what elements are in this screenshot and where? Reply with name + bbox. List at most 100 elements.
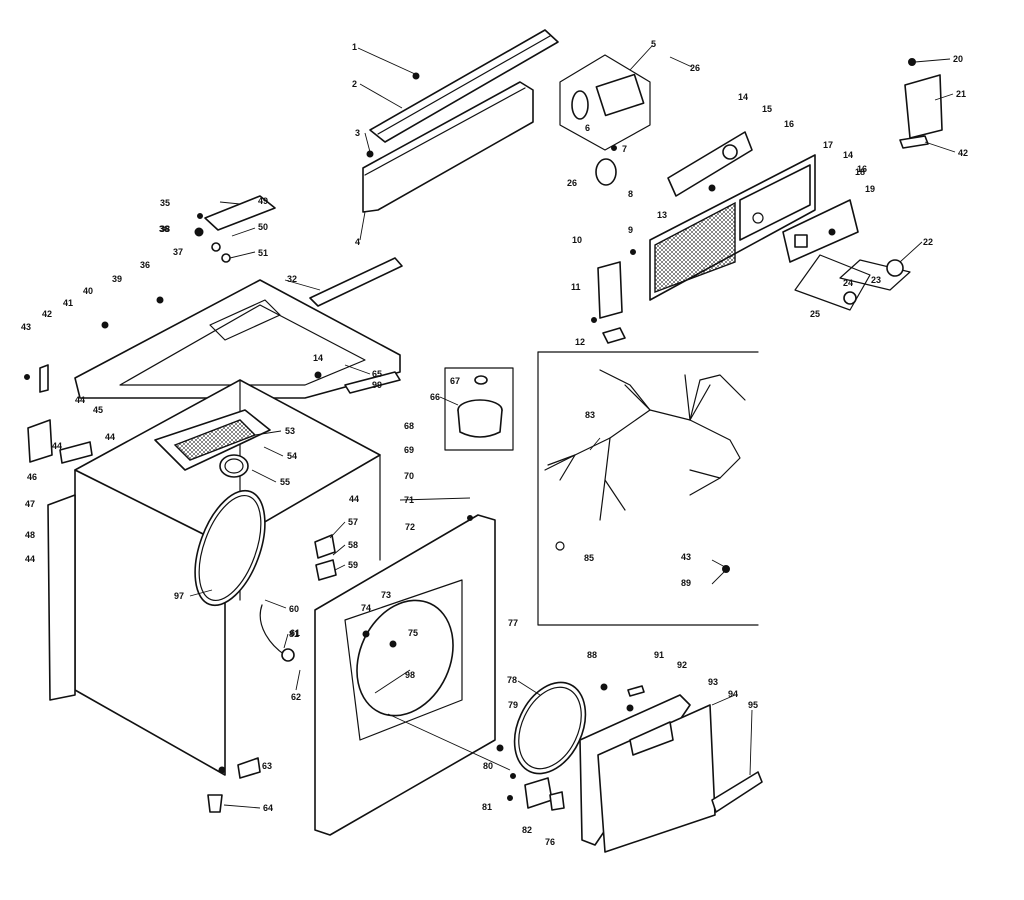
callout-9: 9 xyxy=(628,225,633,235)
callout-71: 71 xyxy=(404,495,414,505)
bearing-ring xyxy=(219,454,249,478)
callout-44d: 44 xyxy=(25,554,35,564)
callout-42b: 42 xyxy=(958,148,968,158)
callout-14b: 14 xyxy=(843,150,853,160)
mounting-bracket xyxy=(591,249,636,344)
callout-48: 48 xyxy=(25,530,35,540)
callout-42a: 42 xyxy=(42,309,52,319)
console-panel xyxy=(649,154,816,301)
callout-97: 97 xyxy=(174,591,184,601)
callout-49: 49 xyxy=(258,196,268,206)
callout-74: 74 xyxy=(361,603,371,613)
callout-16b: 16 xyxy=(857,164,867,174)
callout-17: 17 xyxy=(823,140,833,150)
callout-70: 70 xyxy=(404,471,414,481)
pump-inset xyxy=(444,367,514,451)
callout-38: 38 xyxy=(160,224,170,234)
callout-65: 65 xyxy=(372,369,382,379)
door-switch xyxy=(314,534,337,581)
callout-95: 95 xyxy=(748,700,758,710)
callout-64: 64 xyxy=(263,803,273,813)
callout-98: 98 xyxy=(405,670,415,680)
knob-assembly xyxy=(794,254,911,311)
control-module-group xyxy=(559,54,651,151)
callout-4: 4 xyxy=(355,237,360,247)
callout-53: 53 xyxy=(285,426,295,436)
callout-57: 57 xyxy=(348,517,358,527)
callout-66: 66 xyxy=(430,392,440,402)
callout-69: 69 xyxy=(404,445,414,455)
latch-pin xyxy=(627,685,645,697)
top-hinge-strip xyxy=(309,257,403,307)
callout-8: 8 xyxy=(628,189,633,199)
callout-83: 83 xyxy=(585,410,595,420)
callout-85: 85 xyxy=(584,553,594,563)
callout-91: 91 xyxy=(654,650,664,660)
callout-77: 77 xyxy=(508,618,518,628)
callout-58: 58 xyxy=(348,540,358,550)
callout-62: 62 xyxy=(291,692,301,702)
callout-24: 24 xyxy=(843,278,853,288)
callout-99: 99 xyxy=(372,380,382,390)
callout-47: 47 xyxy=(25,499,35,509)
callout-22: 22 xyxy=(923,237,933,247)
callout-5: 5 xyxy=(651,39,656,49)
switch-knob xyxy=(595,145,617,186)
callout-60: 60 xyxy=(289,604,299,614)
callout-82: 82 xyxy=(522,825,532,835)
callout-41: 41 xyxy=(63,298,73,308)
callout-50: 50 xyxy=(258,222,268,232)
callout-37: 37 xyxy=(173,247,183,257)
callout-55: 55 xyxy=(280,477,290,487)
callout-43b: 43 xyxy=(681,552,691,562)
callout-78: 78 xyxy=(507,675,517,685)
callout-36b: 36 xyxy=(140,260,150,270)
callout-11: 11 xyxy=(571,282,581,292)
callout-93: 93 xyxy=(708,677,718,687)
callout-75: 75 xyxy=(408,628,418,638)
callout-94: 94 xyxy=(728,689,738,699)
callout-18: 18 xyxy=(855,167,865,177)
callout-67: 67 xyxy=(450,376,460,386)
top-cover xyxy=(74,279,401,399)
callout-79: 79 xyxy=(508,700,518,710)
callout-39: 39 xyxy=(112,274,122,284)
foot-icon xyxy=(218,766,226,774)
callout-40: 40 xyxy=(83,286,93,296)
callout-54: 54 xyxy=(287,451,297,461)
callout-80: 80 xyxy=(483,761,493,771)
foot-clip xyxy=(237,757,261,779)
side-hinge xyxy=(899,58,943,149)
callout-3: 3 xyxy=(355,128,360,138)
door xyxy=(579,694,716,853)
callout-63: 63 xyxy=(262,761,272,771)
callout-44c: 44 xyxy=(52,441,62,451)
callout-25: 25 xyxy=(810,309,820,319)
door-gasket xyxy=(513,681,587,775)
callout-73: 73 xyxy=(381,590,391,600)
callout-2: 2 xyxy=(352,79,357,89)
callout-76: 76 xyxy=(545,837,555,847)
switch-housing xyxy=(782,199,859,263)
callout-88: 88 xyxy=(587,650,597,660)
callout-36a: 36 xyxy=(159,224,169,234)
callout-13: 13 xyxy=(657,210,667,220)
callout-81a: 81 xyxy=(482,802,492,812)
callout-44b: 44 xyxy=(105,432,115,442)
callout-59: 59 xyxy=(348,560,358,570)
callout-15: 15 xyxy=(762,104,772,114)
callout-44a: 44 xyxy=(75,395,85,405)
callout-43a: 43 xyxy=(21,322,31,332)
callout-12: 12 xyxy=(575,337,585,347)
rear-top-panel xyxy=(362,81,534,213)
callout-1: 1 xyxy=(352,42,357,52)
callout-14c: 14 xyxy=(313,353,323,363)
callout-92: 92 xyxy=(677,660,687,670)
screw-icon xyxy=(412,72,420,80)
callout-51: 51 xyxy=(258,248,268,258)
timer-bracket xyxy=(667,131,753,197)
hinge-plate xyxy=(194,195,276,263)
wiring-harness-inset xyxy=(537,351,759,626)
callout-44e: 44 xyxy=(349,494,359,504)
